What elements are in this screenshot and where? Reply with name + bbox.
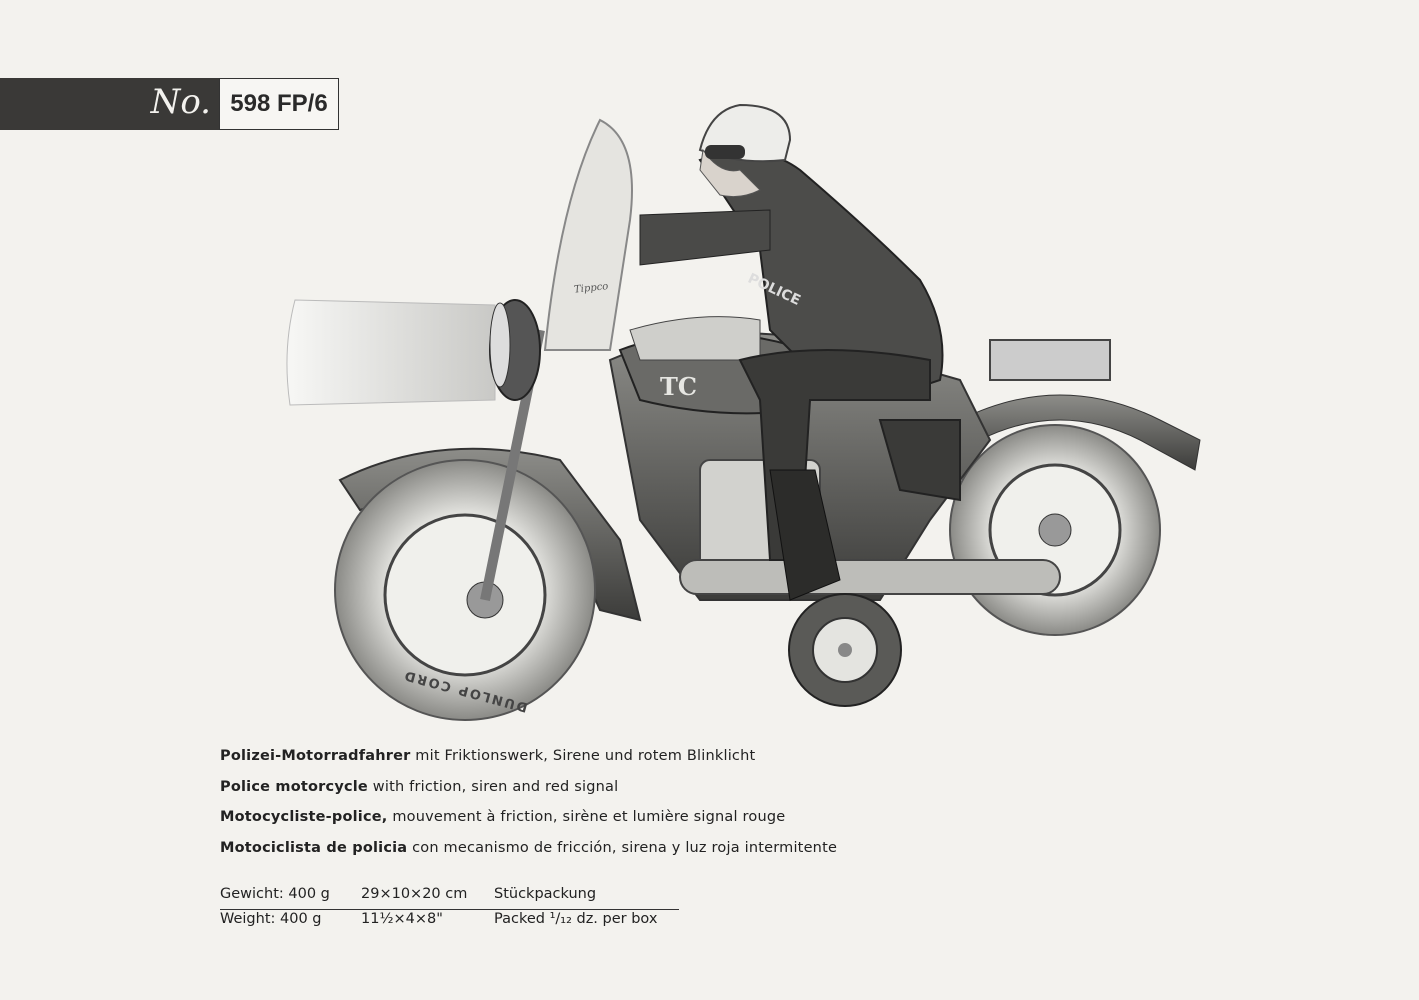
- training-wheel: [788, 593, 902, 707]
- description-title: Polizei-Motorradfahrer: [220, 748, 411, 764]
- description-spanish: Motociclista de policia con mecanismo de…: [220, 840, 837, 856]
- description-text: con mecanismo de fricción, sirena y luz …: [407, 840, 838, 856]
- windshield-text: Tippco: [574, 281, 609, 296]
- description-english: Police motorcycle with friction, siren a…: [220, 779, 618, 795]
- spec-size: 29×10×20 cm: [361, 886, 468, 902]
- spec-packing: Packed ¹/₁₂ dz. per box: [494, 911, 658, 927]
- tank-logo: TC: [660, 372, 697, 401]
- description-french: Motocycliste-police, mouvement à frictio…: [220, 809, 785, 825]
- description-text: mouvement à friction, sirène et lumière …: [387, 809, 786, 825]
- spec-weight: Weight: 400 g: [220, 911, 322, 927]
- spec-size: 11½×4×8": [361, 911, 443, 927]
- motorcycle-illustration: TC 350 DUNLOP CORD Tippco POLICE: [286, 103, 1201, 721]
- number-label: No.: [150, 82, 211, 122]
- front-wheel: [334, 459, 596, 721]
- rider: POLICE: [629, 103, 944, 601]
- description-title: Motocycliste-police,: [220, 809, 388, 825]
- item-number: 598 FP/6: [219, 78, 339, 130]
- spec-weight: Gewicht: 400 g: [220, 886, 330, 902]
- item-number-bar: No.: [0, 78, 219, 130]
- spec-divider: [220, 909, 679, 910]
- headlight-beam: [286, 299, 496, 406]
- windshield: [543, 118, 633, 351]
- rear-wheel: [949, 424, 1161, 636]
- description-title: Police motorcycle: [220, 779, 368, 795]
- spec-packing: Stückpackung: [494, 886, 597, 902]
- description-title: Motociclista de policia: [220, 840, 408, 856]
- description-text: with friction, siren and red signal: [367, 779, 619, 795]
- description-german: Polizei-Motorradfahrer mit Friktionswerk…: [220, 748, 755, 764]
- description-text: mit Friktionswerk, Sirene und rotem Blin…: [410, 748, 756, 764]
